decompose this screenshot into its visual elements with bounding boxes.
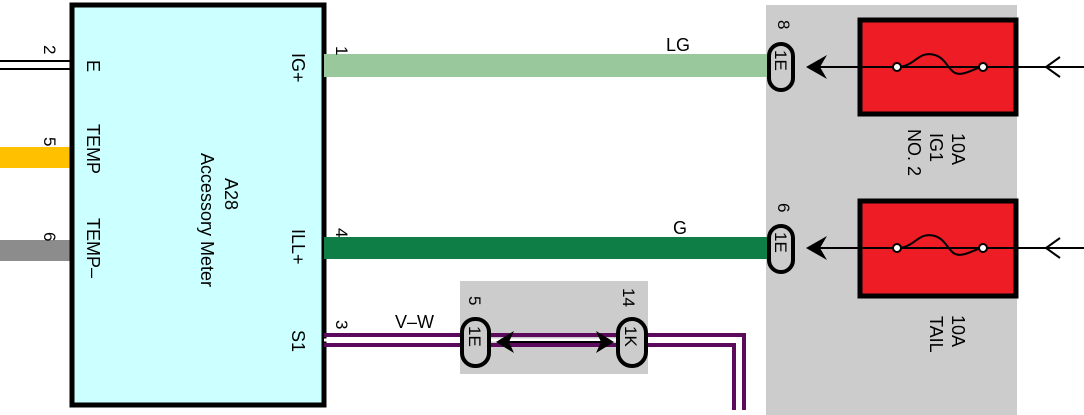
accessory-meter-body [69, 2, 327, 408]
fuse-tail [820, 198, 1084, 299]
pin-number-5: 5 [40, 137, 59, 146]
wire-lg [324, 54, 768, 77]
pin-label-e: E [83, 60, 103, 72]
fuse-rating-tail: 10A [948, 315, 968, 347]
wire-label-lg: LG [666, 35, 690, 55]
wire-label-g: G [673, 218, 687, 238]
fuse-name-ig1: IG1 [926, 133, 946, 162]
pin-label-ig-plus: IG+ [288, 53, 308, 83]
connector-id-1k: 1K [621, 326, 640, 347]
wire-label-v-w: V–W [395, 312, 434, 332]
connector-1e-c [460, 317, 491, 368]
inline-connector-box [460, 281, 648, 374]
pin-label-temp-minus: TEMP– [83, 218, 103, 278]
meter-id: A28 [221, 178, 241, 210]
pin-label-ill-plus: ILL+ [288, 229, 308, 265]
pin-label-s1: S1 [288, 330, 308, 352]
wire-g [324, 237, 768, 259]
arrow-head-left [496, 331, 514, 353]
pin-label-temp: TEMP [83, 124, 103, 174]
connector-1e-a [767, 42, 795, 92]
arrow-head-fuse2 [806, 236, 827, 260]
connector-pin-6: 6 [774, 203, 793, 212]
temp-wire [0, 147, 72, 168]
ground-wire [0, 60, 70, 70]
arrow-head-right [596, 331, 614, 353]
connector-1e-b [767, 224, 795, 274]
connector-id-1e-a: 1E [771, 50, 790, 71]
pin-number-6: 6 [40, 232, 59, 241]
fuse-name2-ig1: NO. 2 [904, 129, 924, 176]
pin-number-4: 4 [332, 228, 351, 237]
connector-id-1e-c: 1E [465, 326, 484, 347]
connector-pin-5: 5 [465, 296, 484, 305]
pin-number-3: 3 [332, 320, 351, 329]
temp-minus-wire [0, 240, 80, 261]
connector-pin-14: 14 [619, 288, 638, 307]
fuse-rating-ig1: 10A [948, 133, 968, 165]
fuse-ig1 [820, 17, 1084, 117]
connector-1k [616, 317, 648, 368]
meter-name: Accessory Meter [197, 153, 217, 287]
pin-number-2: 2 [40, 45, 59, 54]
connector-id-1e-b: 1E [771, 232, 790, 253]
pin-number-1: 1 [332, 46, 351, 55]
arrow-head-fuse1 [806, 55, 827, 79]
fuse-name-tail: TAIL [926, 316, 946, 353]
connector-pin-8: 8 [774, 20, 793, 29]
